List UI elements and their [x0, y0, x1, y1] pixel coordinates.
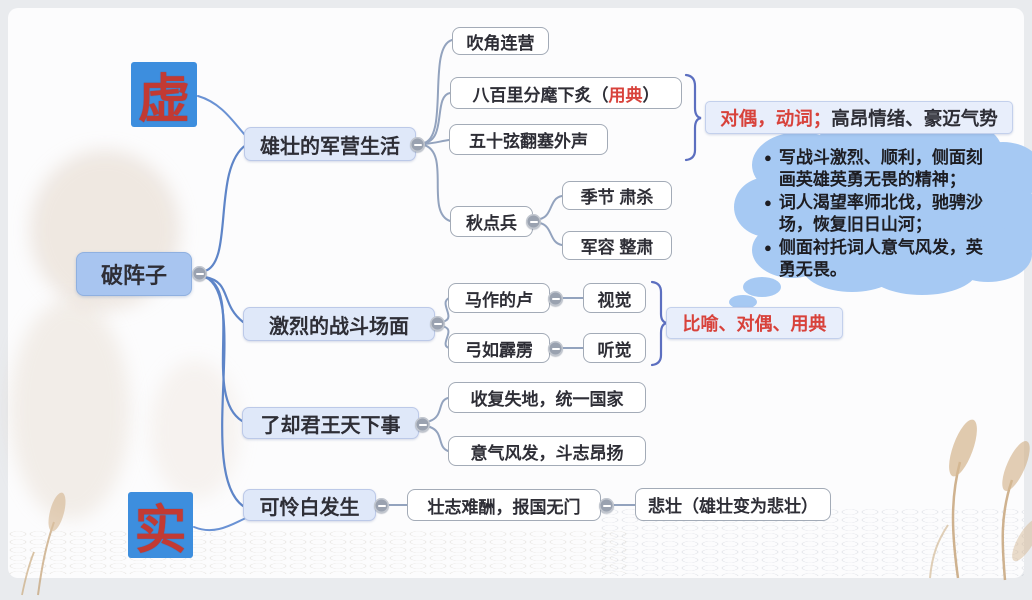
node-fifty-strings[interactable]: 五十弦翻塞外声: [449, 124, 608, 155]
node-800-li[interactable]: 八百里分麾下炙（用典）: [450, 77, 682, 109]
node-high-spirits[interactable]: 意气风发，斗志昂扬: [448, 436, 646, 466]
node-tragic-grandeur[interactable]: 悲壮（雄壮变为悲壮）: [635, 488, 831, 521]
cloud-bullet: ● 写战斗激烈、顺利，侧面刻画英雄英勇无畏的精神；: [764, 147, 1016, 192]
bullet-icon: ●: [764, 194, 772, 210]
collapse-minus-button[interactable]: [548, 291, 563, 306]
node-text: ）: [642, 85, 660, 105]
collapse-minus-button[interactable]: [430, 316, 445, 331]
callout-biyu-duiou-yongdian[interactable]: 比喻、对偶、用典: [666, 307, 843, 339]
node-horse-dilu[interactable]: 马作的卢: [448, 283, 550, 313]
topic-pity-white-hair[interactable]: 可怜白发生: [243, 489, 376, 521]
callout-duiou-dongci[interactable]: 对偶，动词；高昂情绪、豪迈气势: [705, 101, 1013, 134]
node-season-bleak[interactable]: 季节 肃杀: [562, 181, 672, 210]
node-army-orderly[interactable]: 军容 整肃: [562, 231, 672, 260]
cloud-bullet: ● 侧面衬托词人意气风发，英勇无畏。: [764, 237, 1016, 282]
collapse-minus-button[interactable]: [192, 266, 207, 281]
topic-finish-emperor-affairs[interactable]: 了却君王天下事: [242, 407, 419, 439]
topic-fierce-battle-scene[interactable]: 激烈的战斗场面: [243, 307, 435, 341]
node-autumn-muster[interactable]: 秋点兵: [450, 206, 533, 237]
collapse-minus-button[interactable]: [548, 341, 563, 356]
node-text: 八百里分麾下炙（: [472, 85, 609, 105]
node-text-red: 用典: [608, 85, 643, 105]
node-recover-territory[interactable]: 收复失地，统一国家: [448, 382, 646, 413]
root-node[interactable]: 破阵子: [76, 252, 192, 296]
thought-cloud-text: ● 写战斗激烈、顺利，侧面刻画英雄英勇无畏的精神； ● 词人渴望率师北伐，驰骋沙…: [764, 147, 1016, 282]
topic-military-camp-life[interactable]: 雄壮的军营生活: [244, 127, 416, 161]
node-bow-thunder[interactable]: 弓如霹雳: [448, 333, 550, 363]
collapse-minus-button[interactable]: [526, 214, 541, 229]
cloud-bullet-text: 写战斗激烈、顺利，侧面刻画英雄英勇无畏的精神；: [778, 148, 983, 190]
node-unfulfilled-ambition[interactable]: 壮志难酬，报国无门: [407, 489, 601, 521]
bullet-icon: ●: [764, 239, 772, 255]
cloud-bullet: ● 词人渴望率师北伐，驰骋沙场，恢复旧日山河；: [764, 192, 1016, 237]
collapse-minus-button[interactable]: [415, 417, 430, 432]
node-bugle-call[interactable]: 吹角连营: [452, 27, 549, 55]
bullet-icon: ●: [764, 150, 772, 165]
cloud-bullet-text: 侧面衬托词人意气风发，英勇无畏。: [778, 237, 983, 280]
collapse-minus-button[interactable]: [599, 498, 614, 513]
node-auditory[interactable]: 听觉: [583, 333, 646, 363]
node-visual[interactable]: 视觉: [583, 283, 646, 313]
callout-black-text: 高昂情绪、豪迈气势: [831, 107, 998, 129]
collapse-minus-button[interactable]: [374, 498, 389, 513]
collapse-minus-button[interactable]: [410, 137, 425, 152]
cloud-bullet-text: 词人渴望率师北伐，驰骋沙场，恢复旧日山河；: [778, 192, 983, 235]
marker-real[interactable]: 实: [128, 492, 193, 560]
callout-red-text: 对偶，动词；: [720, 107, 832, 129]
marker-virtual[interactable]: 虚: [131, 62, 197, 129]
